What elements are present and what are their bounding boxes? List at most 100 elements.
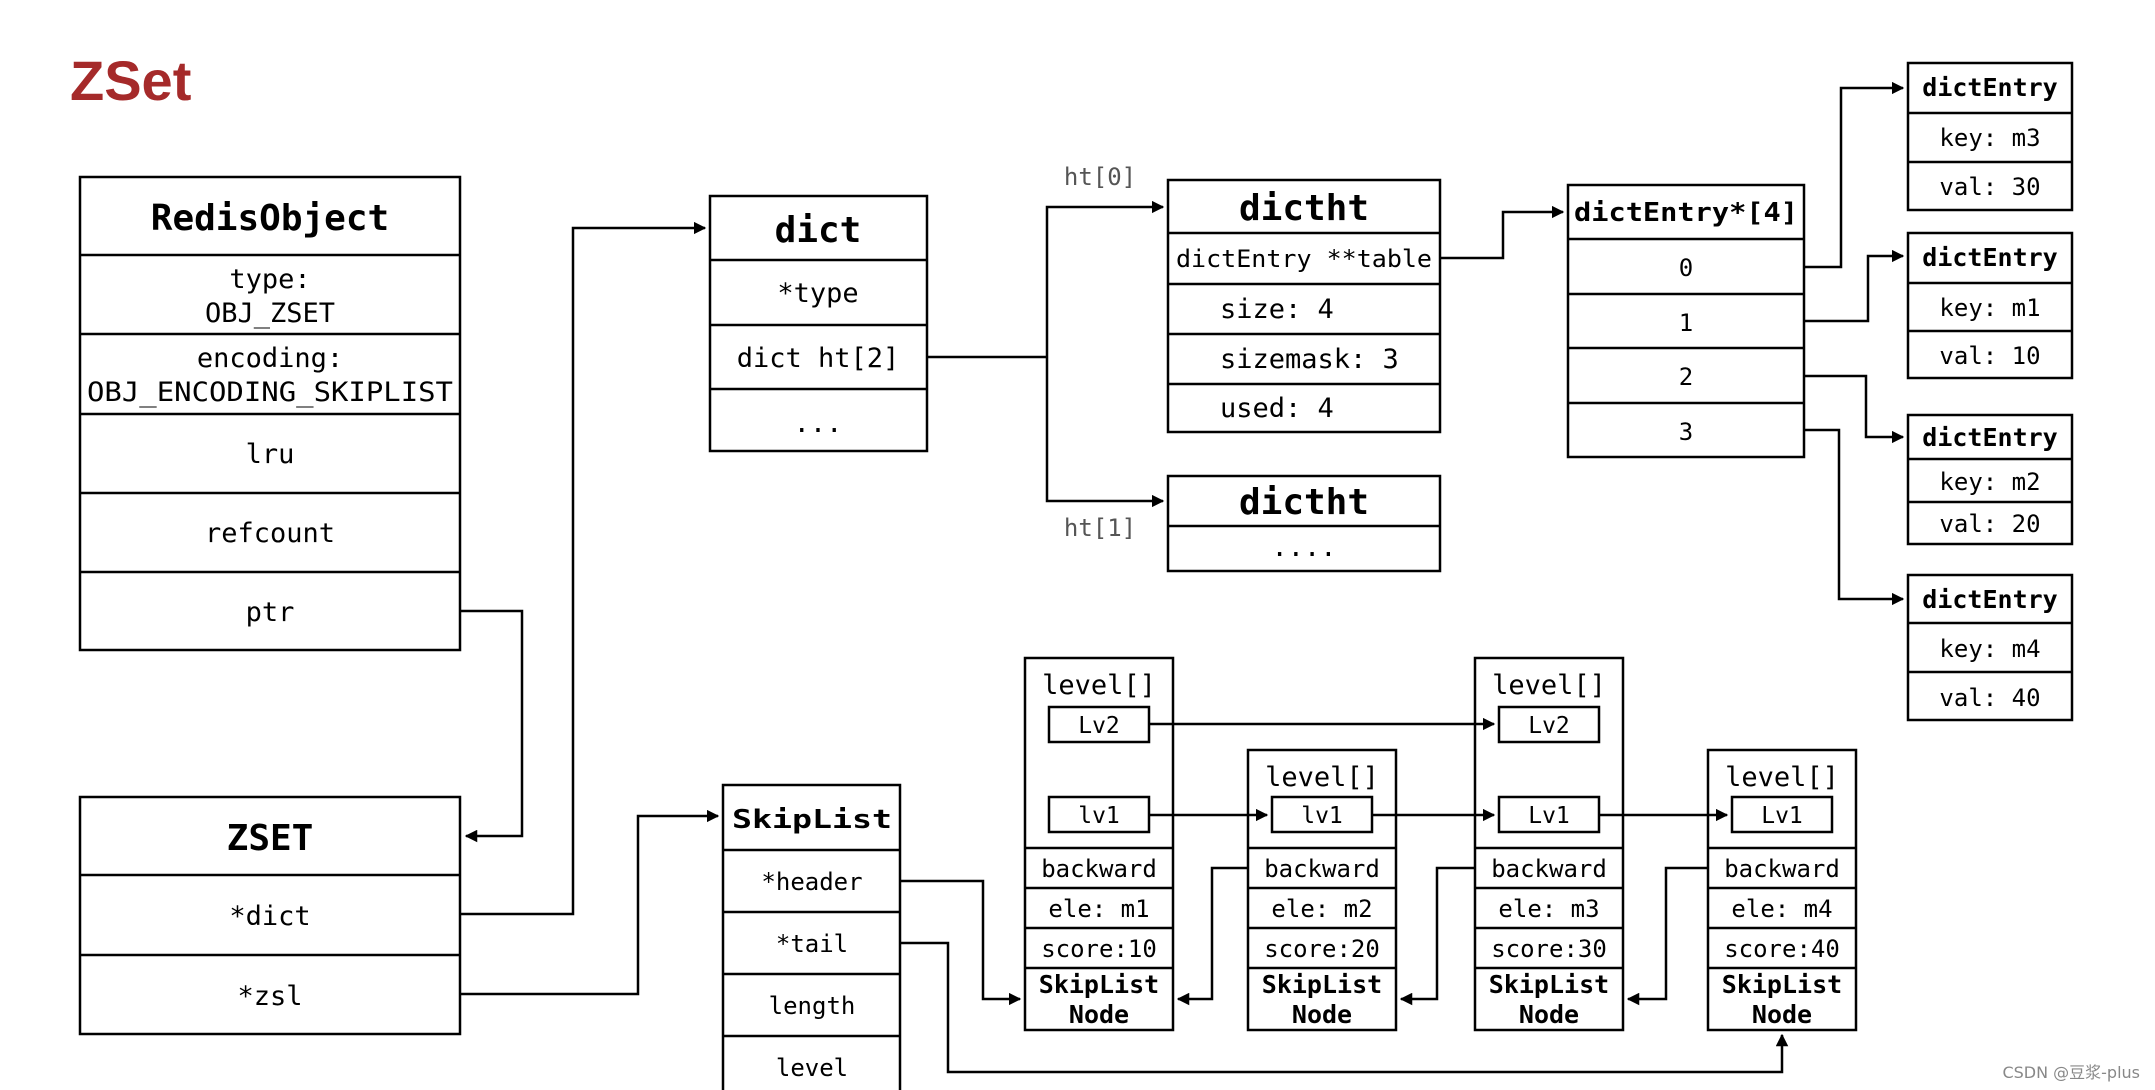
redis-object-type-value: OBJ_ZSET [205, 298, 335, 329]
node-m3-name-line1: SkipList [1489, 970, 1609, 999]
dict-entry-m3-header: dictEntry [1922, 73, 2057, 102]
redis-object-refcount: refcount [205, 518, 335, 549]
skiplist-node-m4: level[] Lv1 backward ele: m4 score:40 Sk… [1706, 748, 1858, 1032]
arrow-backward-m4-to-m3 [1626, 866, 1708, 1006]
redis-object-box: RedisObject type: OBJ_ZSET encoding: OBJ… [78, 175, 462, 652]
dict-entry-m4-header: dictEntry [1922, 585, 2057, 614]
skiplist-node-m3: level[] Lv2 Lv1 backward ele: m3 score:3… [1473, 656, 1625, 1032]
dict-entry-m1-key: key: m1 [1939, 294, 2040, 322]
node-m1-lv1: lv1 [1078, 803, 1120, 829]
dict-entry-m1-header: dictEntry [1922, 243, 2057, 272]
redis-object-ptr: ptr [246, 597, 295, 628]
skiplist-header: SkipList [732, 805, 892, 835]
dict-entry-m4: dictEntry key: m4 val: 40 [1906, 573, 2074, 722]
skiplist-box: SkipList *header *tail length level [721, 783, 902, 1090]
dict-more-field: ... [794, 408, 843, 439]
ht1-label: ht[1] [1064, 514, 1136, 542]
node-m3-lv2: Lv2 [1528, 713, 1570, 739]
connectors [460, 81, 1905, 1074]
dict-ht-field: dict ht[2] [737, 343, 900, 374]
bucket-slot-0: 0 [1679, 254, 1693, 282]
bucket-slot-1: 1 [1679, 309, 1693, 337]
arrow-zsl-to-skiplist [460, 809, 720, 996]
dictht-0-box: dictht dictEntry **table size: 4 sizemas… [1166, 178, 1442, 434]
node-m1-score: score:10 [1041, 935, 1157, 963]
node-m2-name-line1: SkipList [1262, 970, 1382, 999]
arrow-backward-m3-to-m2 [1399, 866, 1475, 1006]
node-m2-lv1-box [1270, 795, 1374, 834]
node-m2-ele: ele: m2 [1271, 895, 1372, 923]
node-m4-backward: backward [1724, 855, 1840, 883]
skiplist-node-m2: level[] lv1 backward ele: m2 score:20 Sk… [1246, 748, 1398, 1032]
page-title: ZSet [70, 49, 191, 112]
dictht-1-header: dictht [1239, 482, 1369, 523]
dictht-0-size: size: 4 [1220, 294, 1334, 325]
dict-entry-m4-val: val: 40 [1939, 684, 2040, 712]
skiplist-tail-ptr: *tail [776, 930, 848, 958]
redis-object-encoding-label: encoding: [197, 343, 343, 374]
node-m3-backward: backward [1491, 855, 1607, 883]
node-m2-score: score:20 [1264, 935, 1380, 963]
dict-entry-m2: dictEntry key: m2 val: 20 [1906, 413, 2074, 546]
redis-object-header: RedisObject [151, 198, 389, 239]
node-m1-backward: backward [1041, 855, 1157, 883]
node-m3-name-line2: Node [1519, 1000, 1579, 1029]
dict-entry-m4-key: key: m4 [1939, 635, 2040, 663]
dict-entry-m1-val: val: 10 [1939, 342, 2040, 370]
arrow-header-to-node-m1 [900, 879, 1022, 1006]
zset-zsl-field: *zsl [237, 981, 302, 1012]
node-m1-name-line2: Node [1069, 1000, 1129, 1029]
arrow-bucket3-to-m4 [1804, 428, 1905, 606]
skiplist-node-m1: level[] Lv2 lv1 backward ele: m1 score:1… [1023, 656, 1175, 1032]
dictht-0-table: dictEntry **table [1176, 245, 1432, 273]
node-m3-level-label: level[] [1492, 670, 1606, 701]
dictht-0-sizemask: sizemask: 3 [1220, 344, 1399, 375]
node-m1-ele: ele: m1 [1048, 895, 1149, 923]
bucket-slot-2: 2 [1679, 363, 1693, 391]
arrow-dict-ptr-to-dict [460, 221, 707, 916]
node-m4-lv1: Lv1 [1761, 803, 1803, 829]
node-m2-level-label: level[] [1265, 762, 1379, 793]
node-m4-name-line1: SkipList [1722, 970, 1842, 999]
dictht-1-more: .... [1271, 532, 1336, 563]
node-m2-lv1: lv1 [1301, 803, 1343, 829]
arrow-ht-to-dictht1 [1045, 357, 1165, 508]
node-m3-lv1-box [1497, 795, 1601, 834]
zset-dict-field: *dict [229, 901, 310, 932]
node-m3-lv1: Lv1 [1528, 803, 1570, 829]
dict-entry-m1: dictEntry key: m1 val: 10 [1906, 231, 2074, 380]
watermark: CSDN @豆浆-plus [2002, 1063, 2140, 1082]
node-m2-backward: backward [1264, 855, 1380, 883]
zset-header: ZSET [227, 818, 314, 859]
node-m1-lv2: Lv2 [1078, 713, 1120, 739]
dictht-0-header: dictht [1239, 188, 1369, 229]
node-m1-name-line1: SkipList [1039, 970, 1159, 999]
redis-object-lru: lru [246, 439, 295, 470]
node-m3-lv2-box [1497, 705, 1601, 744]
dict-entry-m3-key: key: m3 [1939, 124, 2040, 152]
node-m3-score: score:30 [1491, 935, 1607, 963]
node-m4-ele: ele: m4 [1731, 895, 1832, 923]
zset-box: ZSET *dict *zsl [78, 795, 462, 1036]
dict-entry-m2-val: val: 20 [1939, 510, 2040, 538]
arrow-ht-to-dictht0 [1045, 200, 1165, 357]
arrow-bucket2-to-m2 [1804, 374, 1905, 444]
ht0-label: ht[0] [1064, 163, 1136, 191]
dict-box: dict *type dict ht[2] ... [708, 194, 929, 453]
node-m4-score: score:40 [1724, 935, 1840, 963]
node-m4-level-label: level[] [1725, 762, 1839, 793]
redis-object-type-label: type: [229, 264, 310, 295]
dict-entry-m3-val: val: 30 [1939, 173, 2040, 201]
node-m3-ele: ele: m3 [1498, 895, 1599, 923]
arrow-ptr-to-zset [460, 609, 524, 843]
arrow-tail-to-node-m4 [900, 941, 1789, 1074]
redis-object-encoding-value: OBJ_ENCODING_SKIPLIST [87, 377, 453, 408]
node-m4-name-line2: Node [1752, 1000, 1812, 1029]
arrow-bucket0-to-m3 [1804, 81, 1905, 269]
dict-header: dict [775, 210, 862, 251]
bucket-array-box: dictEntry*[4] 0 1 2 3 [1566, 183, 1806, 459]
arrow-backward-m2-to-m1 [1176, 866, 1248, 1006]
bucket-array-header: dictEntry*[4] [1574, 198, 1798, 228]
dict-entry-m2-key: key: m2 [1939, 468, 2040, 496]
